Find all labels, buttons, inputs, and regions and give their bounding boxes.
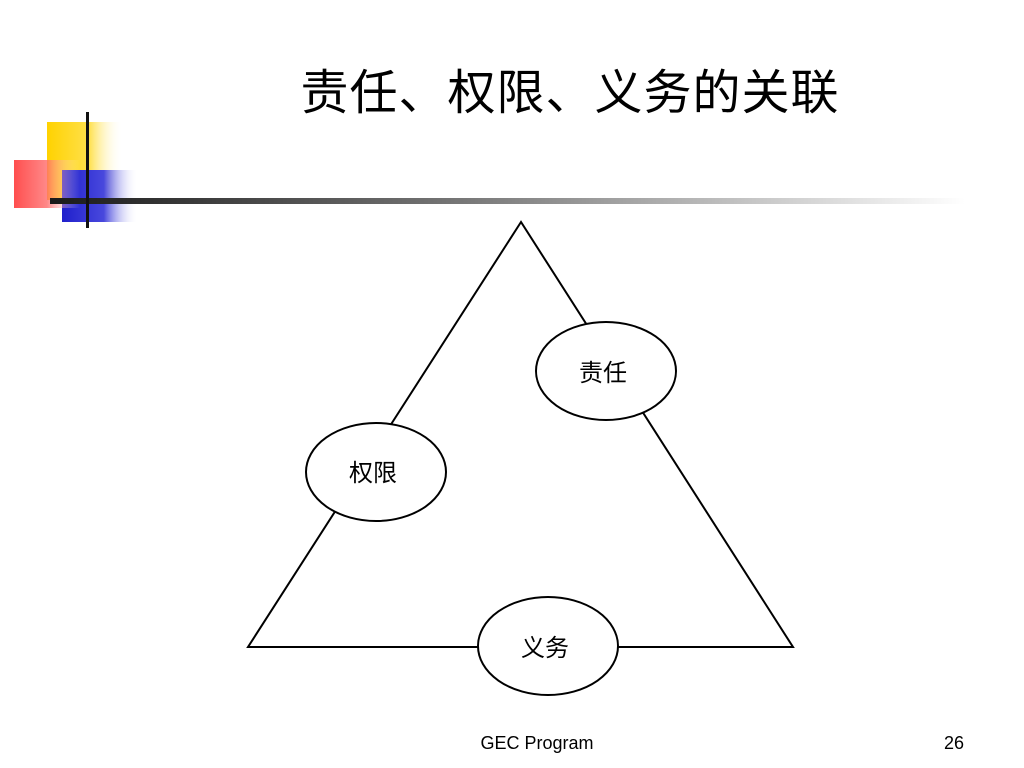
title-decoration bbox=[14, 112, 965, 228]
footer-text: GEC Program bbox=[480, 733, 594, 753]
node-authority-ellipse bbox=[305, 422, 447, 522]
title-rule bbox=[50, 198, 965, 204]
vertical-rule bbox=[86, 112, 89, 228]
node-obligation-label: 义务 bbox=[521, 634, 569, 662]
page-number: 26 bbox=[943, 733, 964, 753]
node-obligation-ellipse bbox=[477, 596, 619, 696]
slide-title: 责任、权限、义务的关联 bbox=[300, 65, 840, 121]
node-authority: 权限 bbox=[305, 422, 447, 522]
node-obligation: 义务 bbox=[477, 596, 619, 696]
node-responsibility: 责任 bbox=[535, 321, 677, 421]
node-authority-label: 权限 bbox=[349, 459, 397, 487]
node-responsibility-ellipse bbox=[535, 321, 677, 421]
node-responsibility-label: 责任 bbox=[579, 359, 627, 387]
